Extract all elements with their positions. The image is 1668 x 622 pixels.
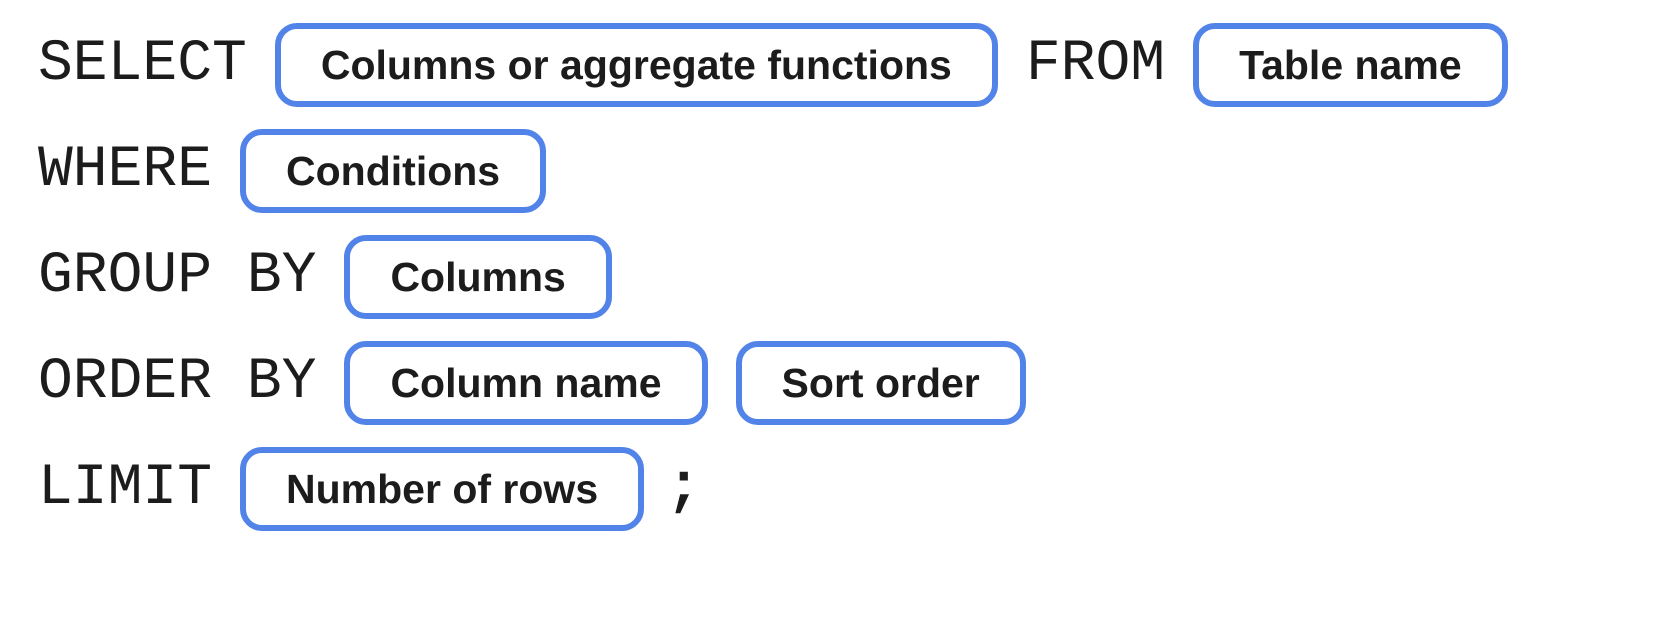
- select-keyword: SELECT: [38, 32, 247, 97]
- statement-terminator-semicolon: ;: [666, 456, 701, 521]
- number-of-rows-pill: Number of rows: [240, 447, 645, 531]
- conditions-pill: Conditions: [240, 129, 547, 213]
- order-by-keyword: ORDER BY: [38, 350, 317, 415]
- from-keyword: FROM: [1025, 32, 1166, 97]
- columns-or-aggregate-functions-pill: Columns or aggregate functions: [274, 23, 998, 107]
- order-by-clause: ORDER BY Column name Sort order: [38, 330, 1668, 436]
- sql-syntax-diagram: SELECT Columns or aggregate functions FROM…: [38, 12, 1668, 542]
- select-from-clause: SELECT Columns or aggregate functions FROM…: [38, 12, 1668, 118]
- where-keyword: WHERE: [38, 138, 213, 203]
- column-name-pill: Column name: [344, 341, 708, 425]
- where-clause: WHERE Conditions: [38, 118, 1668, 224]
- group-by-keyword: GROUP BY: [38, 244, 317, 309]
- table-name-pill: Table name: [1193, 23, 1508, 107]
- limit-keyword: LIMIT: [38, 456, 213, 521]
- columns-pill: Columns: [344, 235, 612, 319]
- limit-clause: LIMIT Number of rows;: [38, 436, 1668, 542]
- group-by-clause: GROUP BY Columns: [38, 224, 1668, 330]
- sort-order-pill: Sort order: [735, 341, 1026, 425]
